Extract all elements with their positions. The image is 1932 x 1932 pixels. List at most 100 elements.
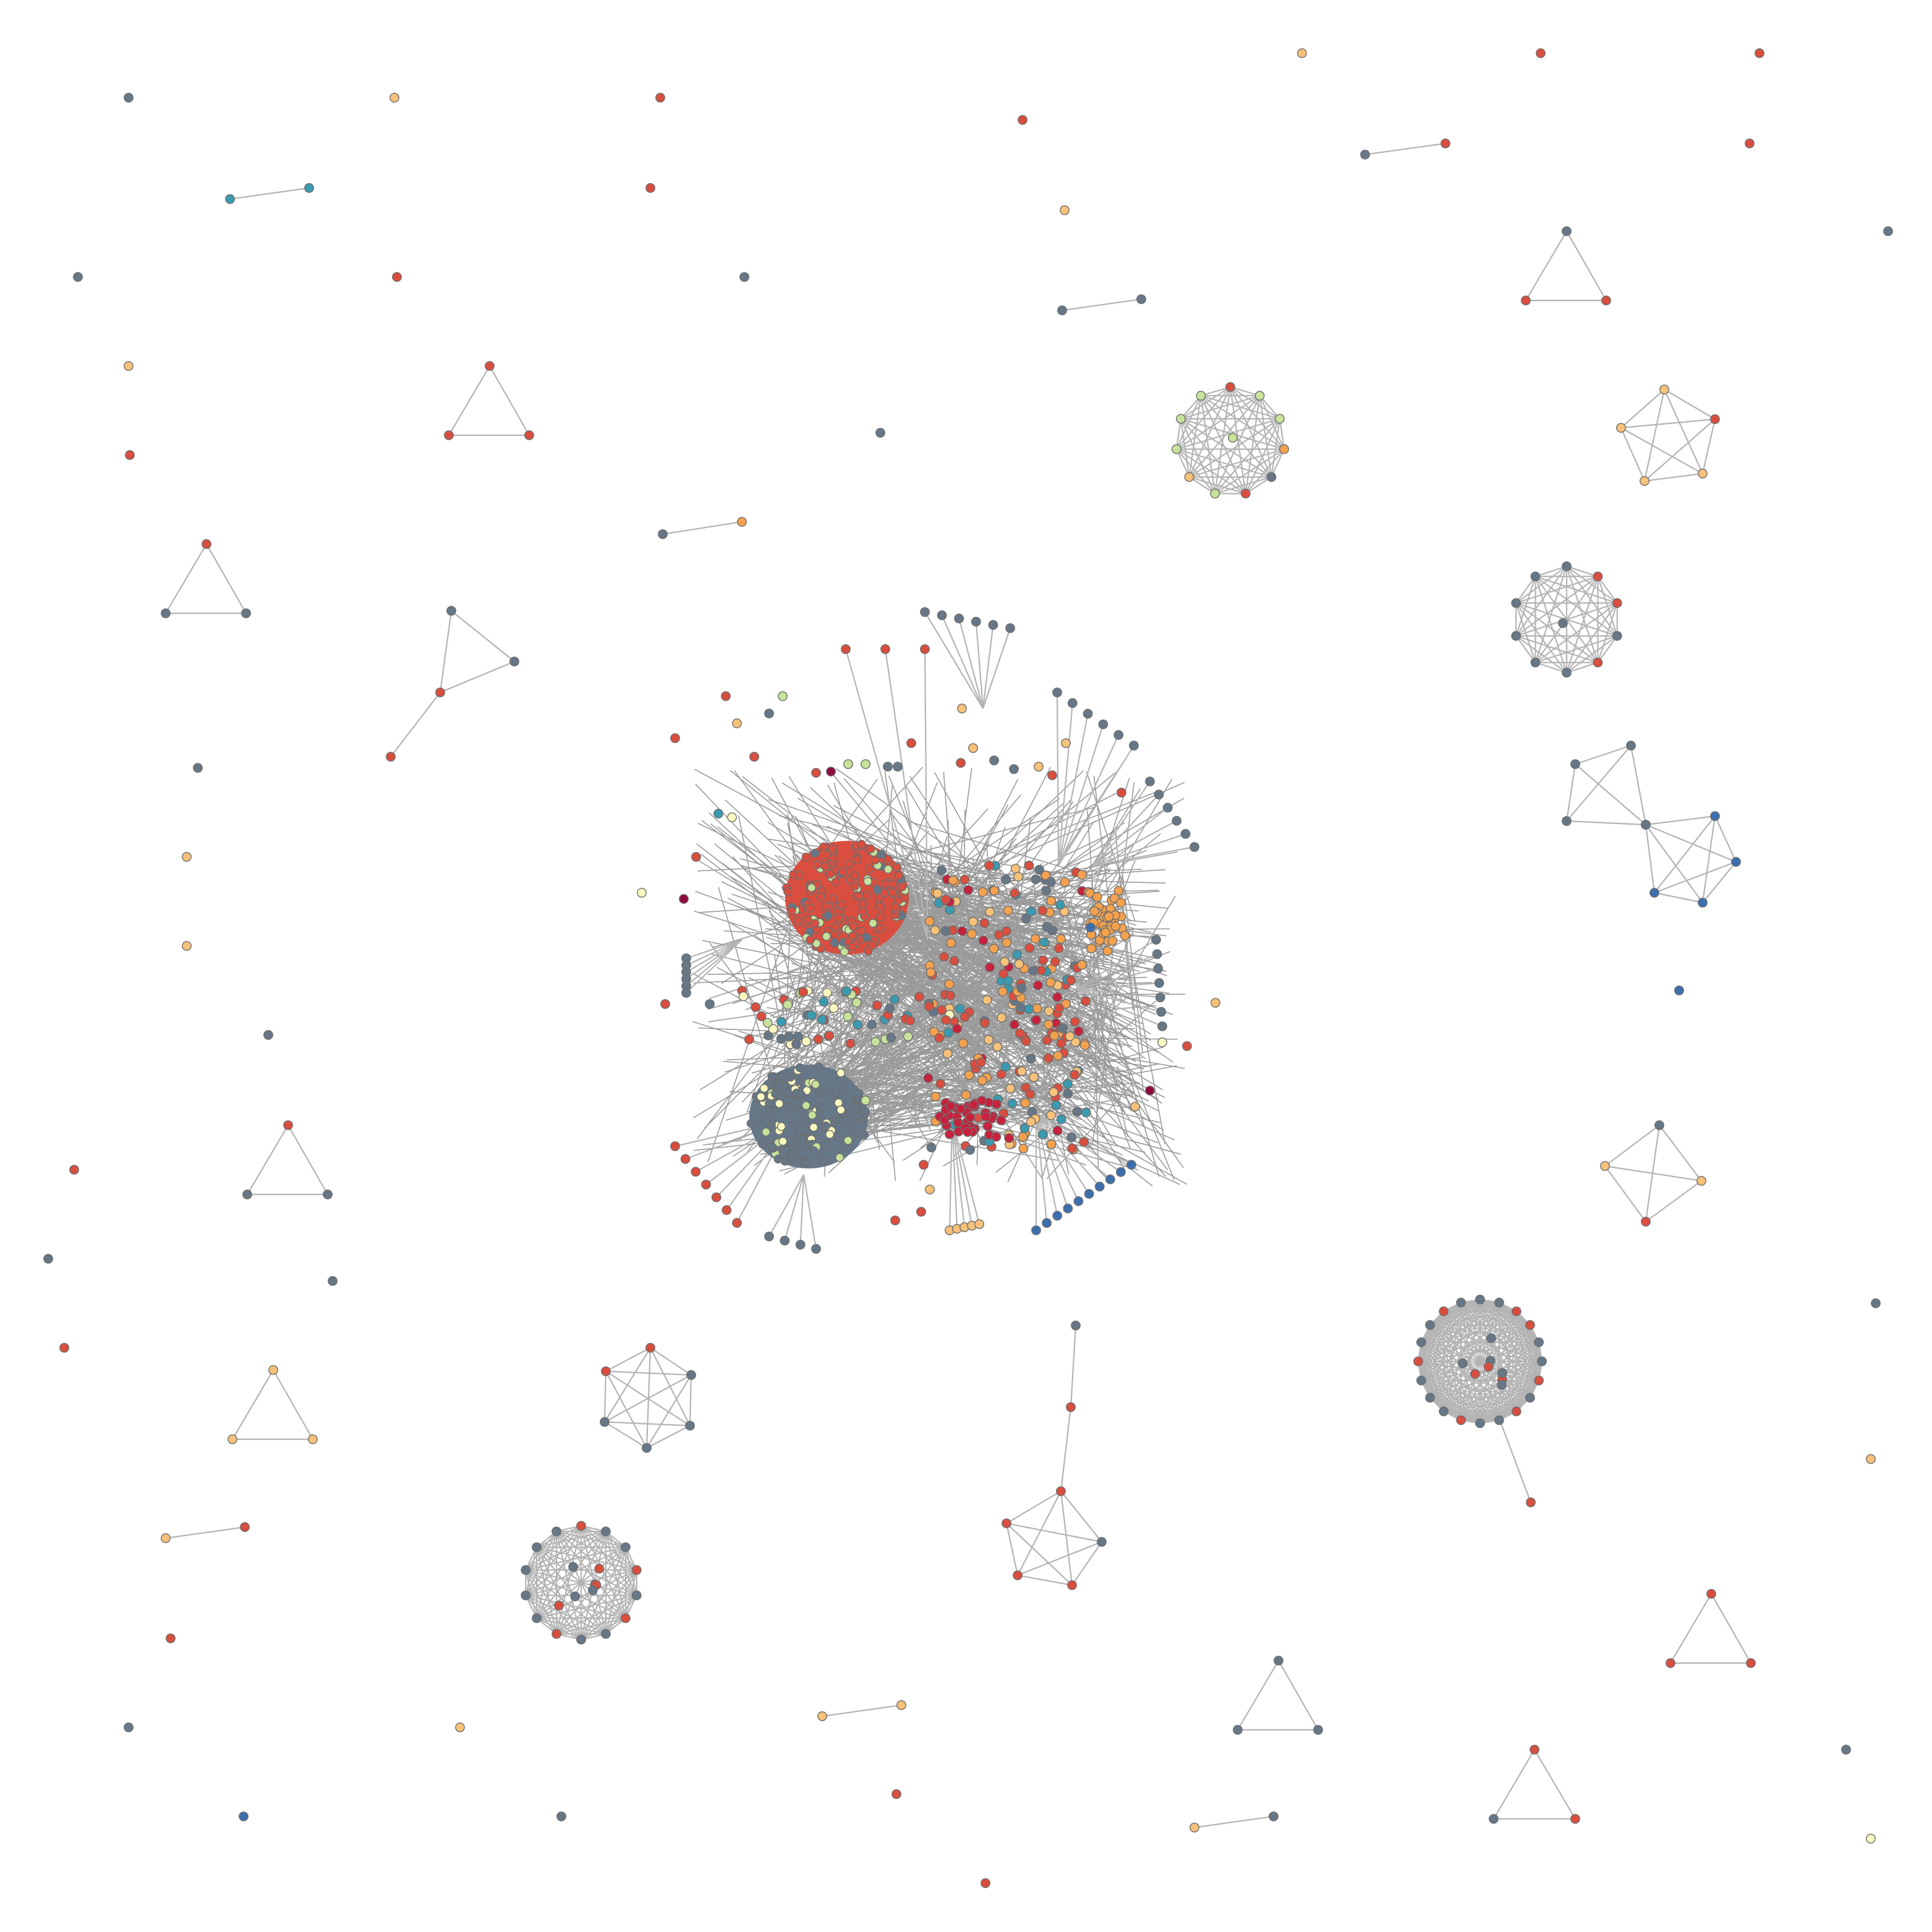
diamond-clique-node [1654,1120,1664,1130]
fan-star-edge [924,649,929,940]
fan-star-edge [686,938,743,960]
pentagon-clique-3-edge [1702,861,1737,903]
core-node [914,992,924,1002]
red-blob-node [823,911,833,920]
core-periphery-node [705,999,715,1009]
graph-edge [1070,1325,1077,1408]
isolated-node [875,428,885,438]
triangle-node [524,430,534,440]
fan-star-node [988,619,998,630]
core-periphery-node [919,1160,929,1170]
triangle-edge [1566,231,1607,301]
fan-star-node [732,1218,742,1228]
core-node [793,1031,803,1042]
fan-star-node [1162,802,1173,813]
core-periphery-node [957,704,967,713]
core-node [958,1038,968,1049]
red-blob-node [821,901,830,911]
ring-clique-edge [1176,448,1246,495]
core-node [824,1031,835,1041]
hexagon-clique-edge [605,1371,647,1449]
red-blob-node [811,848,820,858]
core-node [744,1034,754,1045]
fan-star-edge [845,649,929,940]
core-node [1092,892,1102,902]
core-periphery-node [893,762,903,772]
slate-blob-node [821,1121,830,1131]
red-blob-node [857,840,866,849]
ring-clique-node [1439,1306,1449,1317]
dyad-edge [229,187,310,200]
ring-clique-edge [1534,576,1568,673]
ring-clique-edge [1443,1311,1539,1381]
dyad-node [737,517,747,527]
dyad-node [1440,138,1450,148]
square-clique-edge [1566,820,1646,826]
pentagon-clique-2-edge [1060,1491,1073,1586]
ring-clique-node [532,1613,542,1623]
core-node [1026,1053,1036,1064]
slate-blob-node [780,1157,789,1166]
ring-clique-edge [1180,386,1231,420]
ring-clique-edge [1566,566,1618,637]
hexagon-clique-edge [605,1371,691,1426]
slate-blob-node [773,1081,783,1091]
core-edge [850,909,1136,1062]
core-node [1016,1003,1026,1013]
pentagon-clique-edge [1644,472,1703,482]
core-node [996,1115,1006,1126]
ring-clique-edge [556,1531,626,1619]
core-node [1038,955,1049,966]
triangle-node [1706,1589,1716,1599]
red-blob-node [890,903,900,912]
graph-edge [451,610,515,662]
core-edge [824,948,1011,1023]
red-blob-node [875,924,885,934]
triangle-edge [489,365,530,436]
pentagon-clique-2-edge [1006,1522,1102,1543]
core-edge [779,960,889,1076]
ring-clique-edge [1201,386,1231,397]
ring-clique-edge [525,1594,582,1640]
pentagon-clique-node [1640,476,1649,486]
fan-star-edge [1057,713,1089,866]
ring-clique-edge [1175,395,1202,449]
hexagon-clique-edge [689,1374,692,1426]
ring-clique-edge [605,1570,637,1635]
pentagon-clique-2-node [1013,1570,1023,1580]
fan-star-edge [686,939,743,994]
pentagon-clique-2-edge [1005,1523,1019,1576]
ring-clique-edge [525,1569,582,1640]
pentagon-clique-2-edge [1060,1491,1102,1543]
core-periphery-node [989,755,999,765]
core-node [1026,1117,1036,1127]
path-node [386,752,396,762]
fan-star-node [1031,1225,1041,1235]
red-blob-node [850,871,859,880]
ring-clique-node [621,1542,631,1552]
core-node [762,1018,773,1028]
core-node [978,935,989,946]
ring-clique-node [1176,414,1186,424]
core-periphery-node [713,809,723,819]
slate-blob-node [814,1062,823,1072]
isolated-node [1866,1834,1876,1844]
core-periphery-node [984,861,994,870]
slate-blob-node [853,1111,862,1121]
ring-clique-edge [525,1594,606,1635]
ring-clique-edge [536,1546,637,1596]
core-node [977,1075,987,1086]
ring-clique-edge [581,1547,626,1640]
core-node [1003,976,1013,986]
core-node [976,1057,986,1068]
core-node [998,987,1008,997]
core-node [949,956,960,966]
slate-blob-node [793,1140,802,1149]
ring-clique-node [1537,1356,1547,1366]
red-blob-node [828,895,838,904]
core-node [870,1037,881,1047]
ring-clique-edge [1515,635,1598,663]
fan-star-node [1189,842,1199,852]
pentagon-clique-3-edge [1654,892,1703,904]
fan-star-node [1152,949,1162,960]
